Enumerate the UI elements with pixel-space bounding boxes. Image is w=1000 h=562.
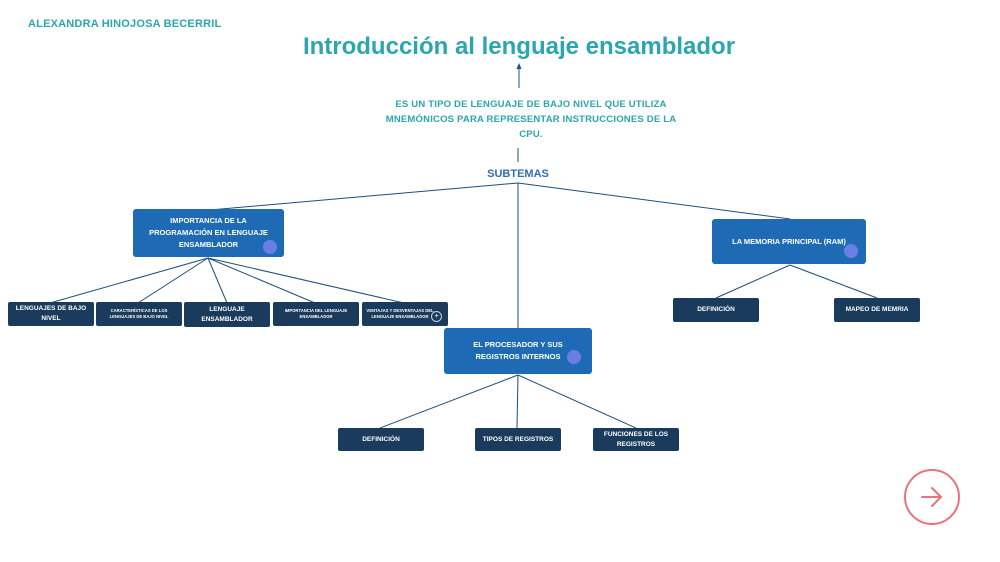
subtemas-label: SUBTEMAS — [487, 168, 549, 180]
subtopic-label: VENTAJAS Y DESVENTAJAS DEL LENGUAJE ENSA… — [366, 308, 434, 319]
subtopic-label: LENGUAJE ENSAMBLADOR — [201, 305, 253, 323]
indicator-dot-icon — [263, 240, 277, 254]
subtopic-label: LENGUAJES DE BAJO NIVEL — [15, 305, 87, 322]
topic-procesador[interactable]: EL PROCESADOR Y SUS REGISTROS INTERNOS — [444, 328, 592, 374]
subtopic-label: MAPEO DE MEMRIA — [845, 306, 909, 313]
subtopic-label: FUNCIONES DE LOS REGISTROS — [603, 430, 669, 448]
indicator-dot-icon — [844, 244, 858, 258]
subtopic-caracteristicas[interactable]: CARACTERÍSTICAS DE LOS LENGUAJES DE BAJO… — [96, 302, 182, 326]
subtopic-lenguaje-ensamblador[interactable]: LENGUAJE ENSAMBLADOR — [184, 302, 270, 327]
subtopic-label: DEFINICIÓN — [362, 435, 400, 443]
subtopic-label: TIPOS DE REGISTROS — [482, 435, 554, 443]
plus-icon[interactable]: + — [431, 311, 442, 322]
subtopic-tipos-registros[interactable]: TIPOS DE REGISTROS — [475, 428, 561, 451]
topic-importancia[interactable]: IMPORTANCIA DE LA PROGRAMACIÓN EN LENGUA… — [133, 209, 284, 257]
subtopic-ventajas-desventajas[interactable]: VENTAJAS Y DESVENTAJAS DEL LENGUAJE ENSA… — [362, 302, 448, 326]
page-title: Introducción al lenguaje ensamblador — [302, 33, 736, 60]
subtopic-importancia-lenguaje[interactable]: IMPORTANCIA DEL LENGUAJE ENSAMBLADOR — [273, 302, 359, 326]
topic-procesador-label: EL PROCESADOR Y SUS REGISTROS INTERNOS — [473, 340, 563, 361]
topic-memoria-label: LA MEMORIA PRINCIPAL (RAM) — [732, 236, 846, 246]
subtopic-funciones-registros[interactable]: FUNCIONES DE LOS REGISTROS — [593, 428, 679, 451]
definition-text: ES UN TIPO DE LENGUAJE DE BAJO NIVEL QUE… — [385, 99, 677, 140]
subtopic-memoria-definicion[interactable]: DEFINICIÓN — [673, 298, 759, 322]
subtopic-label: CARACTERÍSTICAS DE LOS LENGUAJES DE BAJO… — [109, 308, 169, 319]
author-name: ALEXANDRA HINOJOSA BECERRIL — [28, 18, 222, 30]
subtopic-lenguajes-bajo-nivel[interactable]: LENGUAJES DE BAJO NIVEL — [8, 302, 94, 326]
subtopic-label: DEFINICIÓN — [697, 306, 735, 313]
arrow-right-icon — [921, 487, 942, 507]
next-button[interactable] — [904, 469, 960, 525]
topic-memoria[interactable]: LA MEMORIA PRINCIPAL (RAM) — [712, 219, 866, 264]
topic-importancia-label: IMPORTANCIA DE LA PROGRAMACIÓN EN LENGUA… — [149, 216, 268, 249]
subtopic-procesador-definicion[interactable]: DEFINICIÓN — [338, 428, 424, 451]
indicator-dot-icon — [567, 350, 581, 364]
subtopic-mapeo-memoria[interactable]: MAPEO DE MEMRIA — [834, 298, 920, 322]
subtopic-label: IMPORTANCIA DEL LENGUAJE ENSAMBLADOR — [284, 308, 348, 319]
